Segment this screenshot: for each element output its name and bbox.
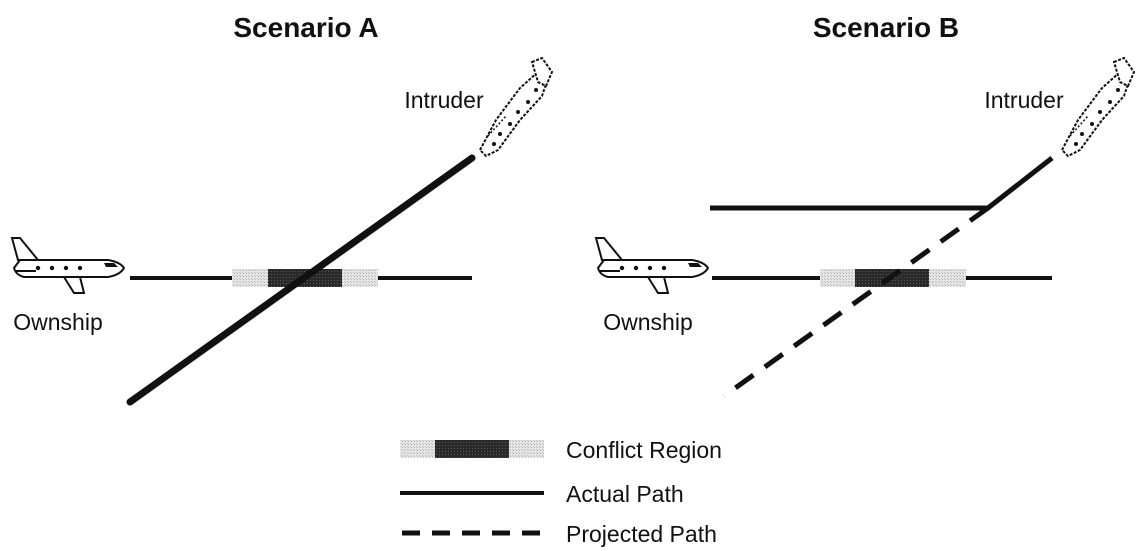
scenario-a-title: Scenario A bbox=[233, 12, 378, 43]
intruder-label-b: Intruder bbox=[984, 87, 1064, 113]
legend-conflict-region-label: Conflict Region bbox=[566, 437, 722, 463]
helicopter-icon bbox=[1061, 57, 1135, 157]
legend-conflict-region: Conflict Region bbox=[400, 437, 722, 463]
intruder-label-a: Intruder bbox=[404, 87, 484, 113]
intruder-actual-path-a bbox=[126, 154, 476, 406]
scenario-b-title: Scenario B bbox=[813, 12, 959, 43]
legend-projected-path-label: Projected Path bbox=[566, 521, 717, 547]
airplane-icon bbox=[595, 237, 709, 294]
airplane-icon bbox=[11, 237, 125, 294]
legend: Conflict Region Actual Path Projected Pa… bbox=[400, 437, 722, 547]
scenario-a: Scenario A Ownship Intruder bbox=[11, 12, 553, 406]
legend-projected-path: Projected Path bbox=[402, 521, 717, 547]
legend-actual-path: Actual Path bbox=[400, 481, 684, 507]
scenario-b: Scenario B Ownship Intruder bbox=[595, 12, 1135, 399]
helicopter-icon bbox=[479, 57, 553, 157]
legend-actual-path-label: Actual Path bbox=[566, 481, 684, 507]
intruder-projected-path-b bbox=[722, 205, 990, 399]
ownship-label-a: Ownship bbox=[13, 309, 102, 335]
ownship-label-b: Ownship bbox=[603, 309, 692, 335]
intruder-actual-path-b bbox=[710, 156, 1054, 211]
legend-conflict-swatch-core bbox=[435, 440, 509, 458]
